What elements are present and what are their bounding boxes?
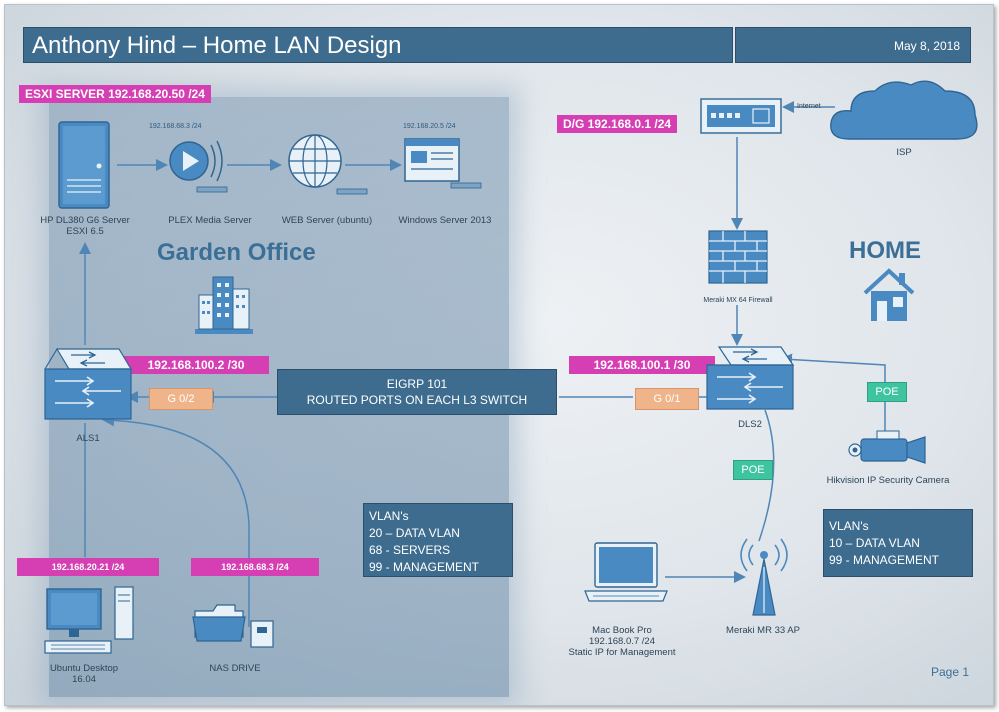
plex-label: PLEX Media Server (168, 215, 252, 226)
ap-label: Meraki MR 33 AP (726, 625, 800, 636)
server-tower-icon (58, 121, 110, 209)
connection-lines (79, 101, 886, 627)
laptop-icon (584, 542, 668, 602)
nas-drive-icon (192, 604, 274, 648)
wireless-ap-icon (740, 538, 788, 616)
esxi-server-tag: ESXI SERVER 192.168.20.50 /24 (19, 85, 211, 103)
isp-label: ISP (896, 147, 912, 158)
vlan-garden-item: 68 - SERVERS (369, 543, 451, 557)
als1-label: ALS1 (76, 433, 100, 444)
port-g01-tag: G 0/1 (635, 388, 699, 410)
dls2-label: DLS2 (738, 419, 762, 430)
link-dls2-ap (758, 409, 775, 542)
default-gateway-tag: D/G 192.168.0.1 /24 (557, 115, 678, 133)
home-house-icon (863, 268, 915, 321)
hp-server-os: ESXI 6.5 (66, 226, 104, 237)
page-number: Page 1 (931, 665, 970, 679)
garden-office-title: Garden Office (157, 239, 316, 266)
firewall-brick-icon (708, 230, 768, 284)
gateway-router-icon (700, 98, 782, 134)
ubuntu-version: 16.04 (72, 674, 96, 685)
ubuntu-ip-tag: 192.168.20.21 /24 (17, 558, 159, 576)
macbook-name: Mac Book Pro (592, 625, 652, 636)
diagram-page: Anthony Hind – Home LAN Design May 8, 20… (4, 4, 994, 706)
vlan-garden-heading: VLAN's (369, 509, 409, 523)
firewall-label: Meraki MX 64 Firewall (703, 297, 773, 304)
dls2-switch-icon (706, 346, 795, 410)
office-building-icon (195, 276, 253, 334)
isp-cloud-icon (830, 80, 978, 140)
eigrp-line-1: EIGRP 101 (386, 377, 448, 391)
web-server-label: WEB Server (ubuntu) (281, 215, 373, 226)
vlan-garden-item: 20 – DATA VLAN (369, 526, 460, 540)
poe-ap-tag: POE (733, 460, 773, 480)
security-camera-icon (848, 430, 926, 464)
hp-server-model: HP DL380 G6 Server (40, 215, 130, 226)
macbook-label: Mac Book Pro 192.168.0.7 /24 Static IP f… (557, 625, 687, 658)
hp-server-label: HP DL380 G6 Server ESXI 6.5 (25, 215, 145, 237)
plex-media-icon (169, 140, 228, 193)
page-title: Anthony Hind – Home LAN Design (23, 27, 733, 63)
vlan-garden-item: 99 - MANAGEMENT (369, 560, 480, 574)
als1-switch-icon (44, 348, 133, 420)
eigrp-line-2: ROUTED PORTS ON EACH L3 SWITCH (306, 393, 528, 407)
desktop-computer-icon (44, 586, 134, 654)
macbook-note: Static IP for Management (568, 647, 676, 658)
macbook-ip: 192.168.0.7 /24 (588, 636, 656, 647)
camera-label: Hikvision IP Security Camera (826, 475, 950, 486)
internet-label: Internet (797, 103, 821, 110)
home-title: HOME (849, 237, 921, 264)
page-date: May 8, 2018 (735, 27, 971, 63)
link-camera-dls2 (780, 353, 886, 435)
windows-server-icon (404, 138, 482, 189)
poe-camera-tag: POE (867, 382, 907, 402)
vlan-home-item: 10 – DATA VLAN (829, 536, 920, 550)
nas-ip-tag: 192.168.68.3 /24 (191, 558, 319, 576)
als1-ip-tag: 192.168.100.2 /30 (123, 356, 269, 374)
windows-ip: 192.168.20.5 /24 (403, 123, 456, 130)
dls2-ip-tag: 192.168.100.1 /30 (569, 356, 715, 374)
nas-label: NAS DRIVE (209, 663, 261, 674)
vlan-box-home: VLAN's 10 – DATA VLAN 99 - MANAGEMENT (823, 509, 973, 577)
ubuntu-name: Ubuntu Desktop (49, 663, 119, 674)
web-globe-icon (288, 134, 368, 195)
port-g02-tag: G 0/2 (149, 388, 213, 410)
vlan-box-garden: VLAN's 20 – DATA VLAN 68 - SERVERS 99 - … (363, 503, 513, 577)
eigrp-routing-box: EIGRP 101 ROUTED PORTS ON EACH L3 SWITCH (277, 369, 557, 415)
plex-ip: 192.168.68.3 /24 (149, 123, 202, 130)
vlan-home-item: 99 - MANAGEMENT (829, 553, 940, 567)
ubuntu-label: Ubuntu Desktop 16.04 (29, 663, 139, 685)
vlan-home-heading: VLAN's (829, 519, 869, 533)
windows-server-label: Windows Server 2013 (398, 215, 492, 226)
link-nas-als1 (102, 414, 250, 627)
